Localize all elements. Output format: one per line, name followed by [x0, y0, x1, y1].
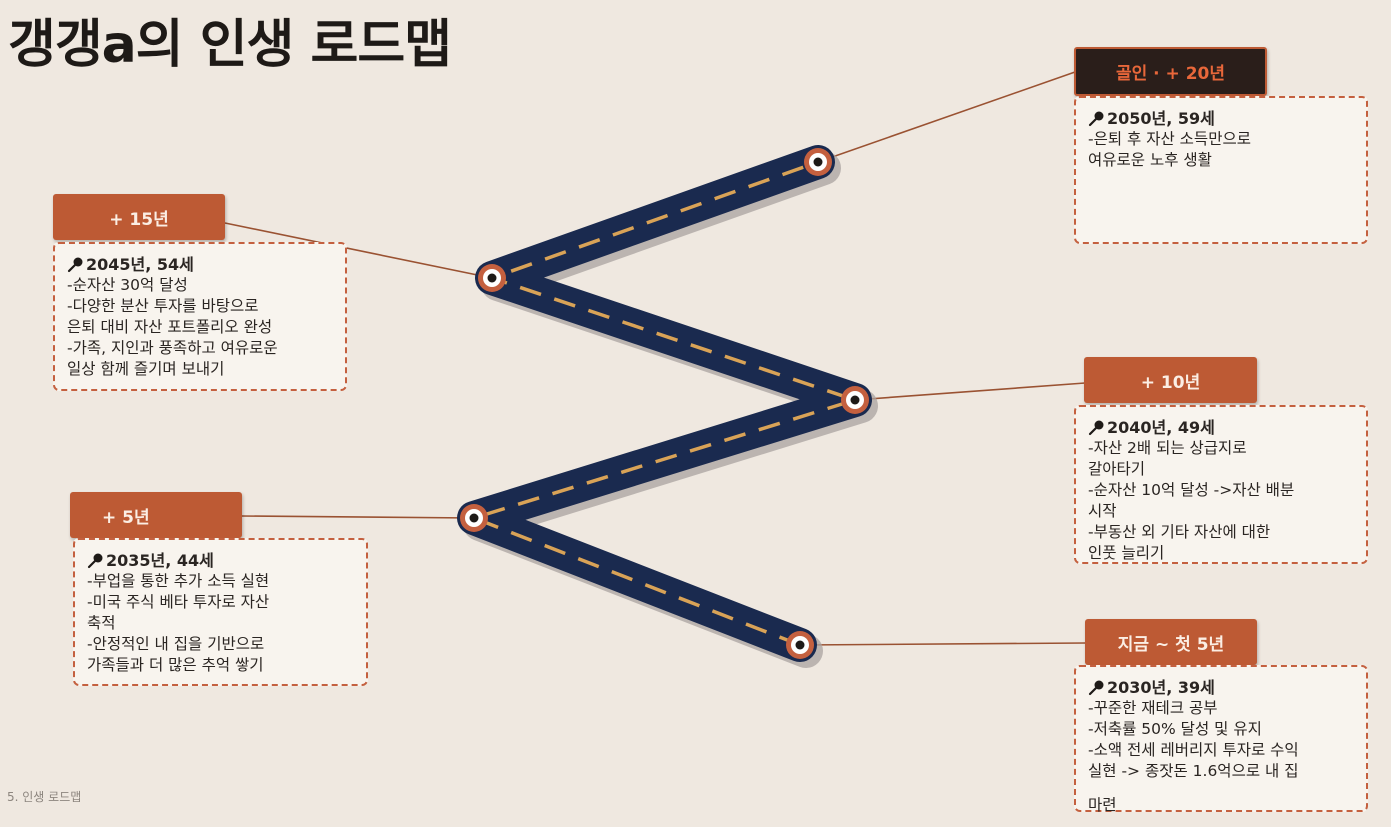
waypoint-marker-icon: [804, 148, 832, 176]
milestone-line: 갈아타기: [1088, 460, 1146, 478]
pin-icon: [1088, 680, 1104, 695]
milestone-line: 일상 함께 즐기며 보내기: [67, 360, 225, 378]
waypoint-marker-icon: [478, 264, 506, 292]
milestone-heading: 2050년, 59세: [1088, 108, 1354, 129]
milestone-line: -가족, 지인과 풍족하고 여유로운: [67, 339, 278, 357]
milestone-line: -부업을 통한 추가 소득 실현: [87, 572, 270, 590]
waypoint-marker-icon: [786, 631, 814, 659]
milestone-line: -안정적인 내 집을 기반으로: [87, 635, 265, 653]
milestone-card: 2030년, 39세 -꾸준한 재테크 공부 -저축률 50% 달성 및 유지 …: [1074, 665, 1368, 814]
milestone-line: 축적: [87, 614, 116, 632]
milestone-line: 은퇴 대비 자산 포트폴리오 완성: [67, 318, 273, 336]
pin-icon: [67, 257, 83, 272]
milestone-card: 2040년, 49세 -자산 2배 되는 상급지로 갈아타기 -순자산 10억 …: [1074, 405, 1368, 564]
milestone-line: -순자산 30억 달성: [67, 276, 188, 294]
milestone-line: 마련: [1088, 796, 1117, 814]
milestone-tag: + 5년: [70, 492, 242, 538]
milestone-line: -소액 전세 레버리지 투자로 수익: [1088, 741, 1299, 759]
pin-icon: [1088, 420, 1104, 435]
milestone-card: 2035년, 44세 -부업을 통한 추가 소득 실현 -미국 주식 베타 투자…: [73, 538, 368, 686]
milestone-tag: + 15년: [53, 194, 225, 240]
milestone-card: 2045년, 54세 -순자산 30억 달성 -다양한 분산 투자를 바탕으로 …: [53, 242, 347, 391]
waypoint-marker-icon: [460, 504, 488, 532]
milestone-line: -은퇴 후 자산 소득만으로: [1088, 130, 1251, 148]
milestone-line: -다양한 분산 투자를 바탕으로: [67, 297, 259, 315]
milestone-line: -순자산 10억 달성 ->자산 배분: [1088, 481, 1295, 499]
page-title: 갱갱a의 인생 로드맵: [8, 15, 452, 75]
milestone-tag: 지금 ~ 첫 5년: [1085, 619, 1257, 665]
milestone-line: 시작: [1088, 502, 1117, 520]
milestone-line: 인풋 늘리기: [1088, 544, 1165, 562]
waypoint-marker-icon: [841, 386, 869, 414]
milestone-line: 여유로운 노후 생활: [1088, 151, 1212, 169]
milestone-heading: 2040년, 49세: [1088, 417, 1354, 438]
milestone-line: -자산 2배 되는 상급지로: [1088, 439, 1247, 457]
milestone-line: -저축률 50% 달성 및 유지: [1088, 720, 1262, 738]
milestone-tag: + 10년: [1084, 357, 1257, 403]
pin-icon: [1088, 111, 1104, 126]
milestone-line: -미국 주식 베타 투자로 자산: [87, 593, 270, 611]
connector-lines: [224, 71, 1087, 646]
milestone-heading: 2030년, 39세: [1088, 677, 1354, 698]
milestone-line: 실현 -> 종잣돈 1.6억으로 내 집: [1088, 762, 1299, 780]
milestone-tag-goal: 골인 · + 20년: [1074, 47, 1267, 96]
milestone-card: 2050년, 59세 -은퇴 후 자산 소득만으로 여유로운 노후 생활: [1074, 96, 1368, 244]
slide-footer: 5. 인생 로드맵: [7, 790, 82, 804]
milestone-line: -부동산 외 기타 자산에 대한: [1088, 523, 1271, 541]
milestone-line: 가족들과 더 많은 추억 쌓기: [87, 656, 264, 674]
pin-icon: [87, 553, 103, 568]
milestone-line: -꾸준한 재테크 공부: [1088, 699, 1218, 717]
milestone-heading: 2045년, 54세: [67, 254, 333, 275]
milestone-heading: 2035년, 44세: [87, 550, 354, 571]
